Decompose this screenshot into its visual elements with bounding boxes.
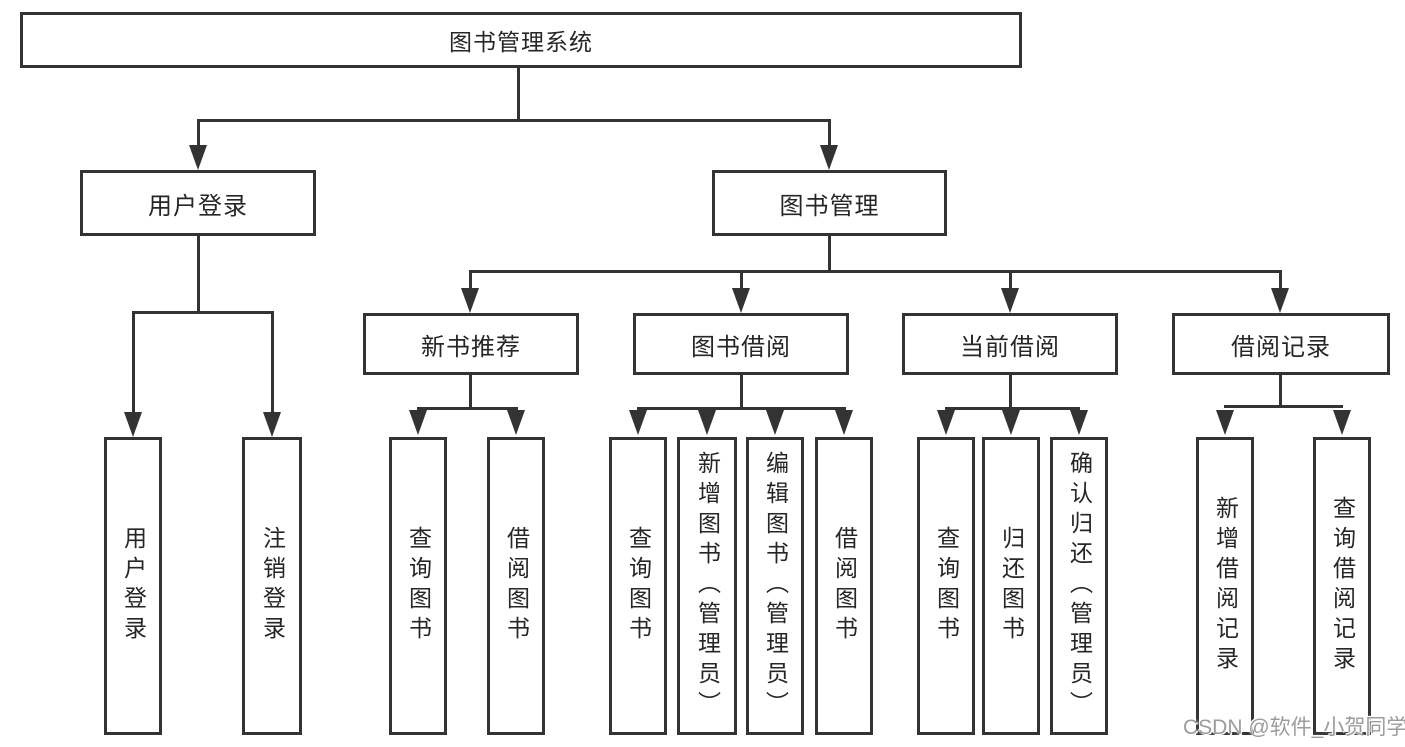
leaf-query-books-current: 查询图书 bbox=[917, 437, 975, 735]
leaf-label: 查询借阅记录 bbox=[1329, 496, 1356, 676]
arrowhead-down bbox=[1333, 410, 1351, 435]
connector-stem-leaf bbox=[271, 311, 274, 413]
arrowhead-down bbox=[1216, 410, 1234, 435]
csdn-watermark: CSDN @软件_小贺同学 bbox=[1183, 716, 1405, 739]
node-label: 借阅记录 bbox=[1231, 333, 1331, 361]
connector-vline-user-login bbox=[197, 236, 200, 314]
arrowhead-down bbox=[732, 288, 750, 313]
node-book-borrowing: 图书借阅 bbox=[633, 313, 849, 375]
leaf-label: 查询图书 bbox=[933, 526, 960, 646]
leaf-add-book-admin: 新增图书（管理员） bbox=[677, 437, 737, 735]
connector-vline-root bbox=[517, 68, 520, 119]
connector-stem-section bbox=[1279, 270, 1282, 290]
leaf-label: 借阅图书 bbox=[831, 526, 858, 646]
connector-vline-new-book bbox=[469, 375, 472, 410]
node-label: 新书推荐 bbox=[421, 333, 521, 361]
connector-stem-leaf bbox=[132, 311, 135, 413]
connector-hline-root bbox=[197, 119, 831, 122]
connector-vline-book-borrow bbox=[740, 375, 743, 410]
arrowhead-down bbox=[507, 410, 525, 435]
leaf-return-book: 归还图书 bbox=[982, 437, 1040, 735]
leaf-query-books-recommend: 查询图书 bbox=[389, 437, 447, 735]
arrowhead-down bbox=[263, 412, 281, 437]
arrowhead-down bbox=[1271, 288, 1289, 313]
leaf-label: 归还图书 bbox=[998, 526, 1025, 646]
connector-stem-book-management bbox=[828, 119, 831, 150]
leaf-confirm-return-admin: 确认归还（管理员） bbox=[1050, 437, 1108, 735]
arrowhead-down bbox=[766, 410, 784, 435]
connector-stem-section bbox=[740, 270, 743, 290]
node-label: 图书借阅 bbox=[691, 333, 791, 361]
arrowhead-down bbox=[409, 410, 427, 435]
node-current-borrowing: 当前借阅 bbox=[902, 313, 1118, 375]
leaf-label: 用户登录 bbox=[120, 526, 147, 646]
connector-hline-borrow-records bbox=[1224, 405, 1343, 408]
connector-hline-book-management bbox=[469, 270, 1282, 273]
leaf-user-login: 用户登录 bbox=[104, 437, 162, 735]
node-library-management-system: 图书管理系统 bbox=[20, 12, 1022, 68]
leaf-label: 新增图书（管理员） bbox=[694, 451, 721, 721]
leaf-borrow-books-recommend: 借阅图书 bbox=[487, 437, 545, 735]
arrowhead-down bbox=[629, 410, 647, 435]
arrowhead-down bbox=[189, 145, 207, 170]
connector-stem-section bbox=[469, 270, 472, 290]
arrowhead-down bbox=[1070, 410, 1088, 435]
leaf-borrow-books: 借阅图书 bbox=[815, 437, 873, 735]
leaf-add-borrow-record: 新增借阅记录 bbox=[1196, 437, 1254, 735]
connector-stem-section bbox=[1009, 270, 1012, 290]
leaf-query-books-borrow: 查询图书 bbox=[609, 437, 667, 735]
leaf-label: 查询图书 bbox=[625, 526, 652, 646]
node-label: 图书管理 bbox=[779, 192, 880, 220]
leaf-edit-book-admin: 编辑图书（管理员） bbox=[746, 437, 804, 735]
leaf-label: 新增借阅记录 bbox=[1212, 496, 1239, 676]
leaf-label: 借阅图书 bbox=[503, 526, 530, 646]
leaf-label: 确认归还（管理员） bbox=[1066, 451, 1093, 721]
node-user-login: 用户登录 bbox=[80, 170, 316, 236]
connector-stem-user-login bbox=[197, 119, 200, 150]
leaf-label: 编辑图书（管理员） bbox=[762, 451, 789, 721]
leaf-label: 查询图书 bbox=[405, 526, 432, 646]
connector-hline-book-borrow bbox=[637, 407, 846, 410]
node-new-book-recommendation: 新书推荐 bbox=[363, 313, 579, 375]
arrowhead-down bbox=[820, 145, 838, 170]
arrowhead-down bbox=[1001, 288, 1019, 313]
arrowhead-down bbox=[698, 410, 716, 435]
arrowhead-down bbox=[1002, 410, 1020, 435]
arrowhead-down bbox=[937, 410, 955, 435]
connector-hline-new-book bbox=[417, 407, 518, 410]
arrowhead-down bbox=[835, 410, 853, 435]
connector-hline-user-login bbox=[132, 311, 273, 314]
leaf-query-borrow-record: 查询借阅记录 bbox=[1313, 437, 1371, 735]
arrowhead-down bbox=[461, 288, 479, 313]
arrowhead-down bbox=[124, 412, 142, 437]
connector-vline-borrow-records bbox=[1279, 375, 1282, 408]
connector-hline-current-borrow bbox=[945, 407, 1080, 410]
node-label: 当前借阅 bbox=[960, 333, 1060, 361]
node-label: 图书管理系统 bbox=[449, 29, 593, 55]
leaf-label: 注销登录 bbox=[259, 526, 286, 646]
node-label: 用户登录 bbox=[148, 192, 248, 220]
connector-vline-current-borrow bbox=[1009, 375, 1012, 410]
node-book-management: 图书管理 bbox=[712, 170, 947, 236]
connector-vline-book-management bbox=[828, 236, 831, 272]
node-borrowing-records: 借阅记录 bbox=[1172, 313, 1390, 375]
leaf-logout: 注销登录 bbox=[242, 437, 302, 735]
